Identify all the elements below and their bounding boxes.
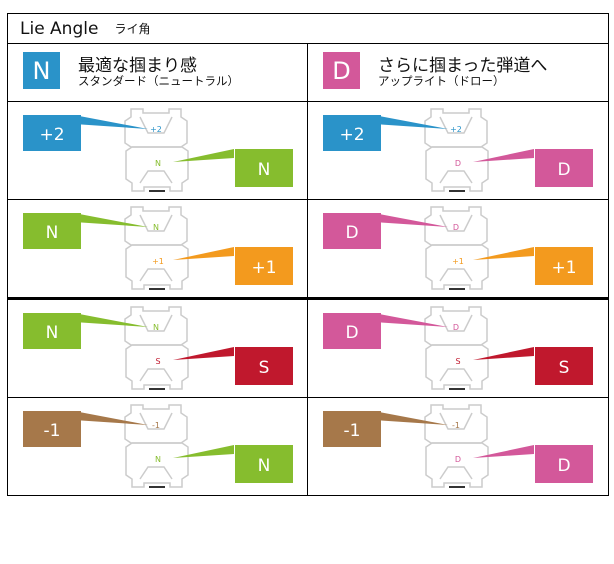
table-row: N +1 N +1 D +1 D +1 [8,200,608,300]
bottom-setting-label: +1 [251,258,276,278]
badge-d: D [323,52,360,89]
top-setting-label: D [345,323,358,343]
heading: 最適な掴まり感 [78,56,197,76]
heading: さらに掴まった弾道へ [378,56,548,76]
bottom-setting-mark: D [455,159,461,168]
badge-n: N [23,52,60,89]
title-jp: ライ角 [114,22,151,36]
hosel-diagram: N S N S [23,306,293,390]
setting-cell: N +1 N +1 [8,200,307,297]
top-setting-mark: +2 [150,125,162,134]
lie-angle-table: Lie Angle ライ角 N 最適な掴まり感 スタンダード（ニュートラル） D… [7,13,609,496]
hosel-diagram: +2D +2D [323,108,593,192]
bottom-setting-label: +1 [551,258,576,278]
top-setting-mark: -1 [152,421,160,430]
header-row: N 最適な掴まり感 スタンダード（ニュートラル） D さらに掴まった弾道へ アッ… [8,44,608,102]
header-draw: D さらに掴まった弾道へ アップライト（ドロー） [307,44,607,101]
bottom-setting-label: D [557,160,570,180]
bottom-setting-label: N [258,160,271,180]
top-setting-mark: N [153,323,159,332]
top-setting-mark: N [153,223,159,232]
top-setting-label: -1 [344,421,361,441]
top-setting-mark: +2 [450,125,462,134]
header-neutral: N 最適な掴まり感 スタンダード（ニュートラル） [8,44,307,101]
hosel-diagram: N +1 N +1 [23,206,293,290]
hosel-diagram: -1N -1N [23,404,293,488]
top-setting-label: -1 [44,421,61,441]
bottom-setting-mark: S [455,357,460,366]
hosel-diagram: D S D S [323,306,593,390]
setting-cell: D +1 D +1 [307,200,607,297]
bottom-setting-label: S [259,358,270,378]
top-setting-mark: -1 [452,421,460,430]
hosel-diagram: +2N +2N [23,108,293,192]
top-setting-label: D [345,223,358,243]
top-setting-label: +2 [39,125,64,145]
table-title: Lie Angle ライ角 [8,14,608,44]
bottom-setting-mark: D [455,455,461,464]
bottom-setting-mark: N [155,455,161,464]
subheading: スタンダード（ニュートラル） [78,74,239,88]
hosel-diagram: D +1 D +1 [323,206,593,290]
top-setting-mark: D [453,223,459,232]
subheading: アップライト（ドロー） [378,74,505,88]
bottom-setting-mark: S [155,357,160,366]
top-setting-mark: D [453,323,459,332]
top-setting-label: +2 [339,125,364,145]
hosel-diagram: -1D -1D [323,404,593,488]
bottom-setting-mark: +1 [452,257,464,266]
bottom-setting-label: D [557,456,570,476]
setting-cell: D S D S [307,300,607,397]
setting-cell: N S N S [8,300,307,397]
top-setting-label: N [46,223,59,243]
bottom-setting-label: S [559,358,570,378]
bottom-setting-mark: N [155,159,161,168]
title-en: Lie Angle [20,18,99,39]
top-setting-label: N [46,323,59,343]
table-row: N S N S D S D S [8,300,608,398]
bottom-setting-mark: +1 [152,257,164,266]
bottom-setting-label: N [258,456,271,476]
